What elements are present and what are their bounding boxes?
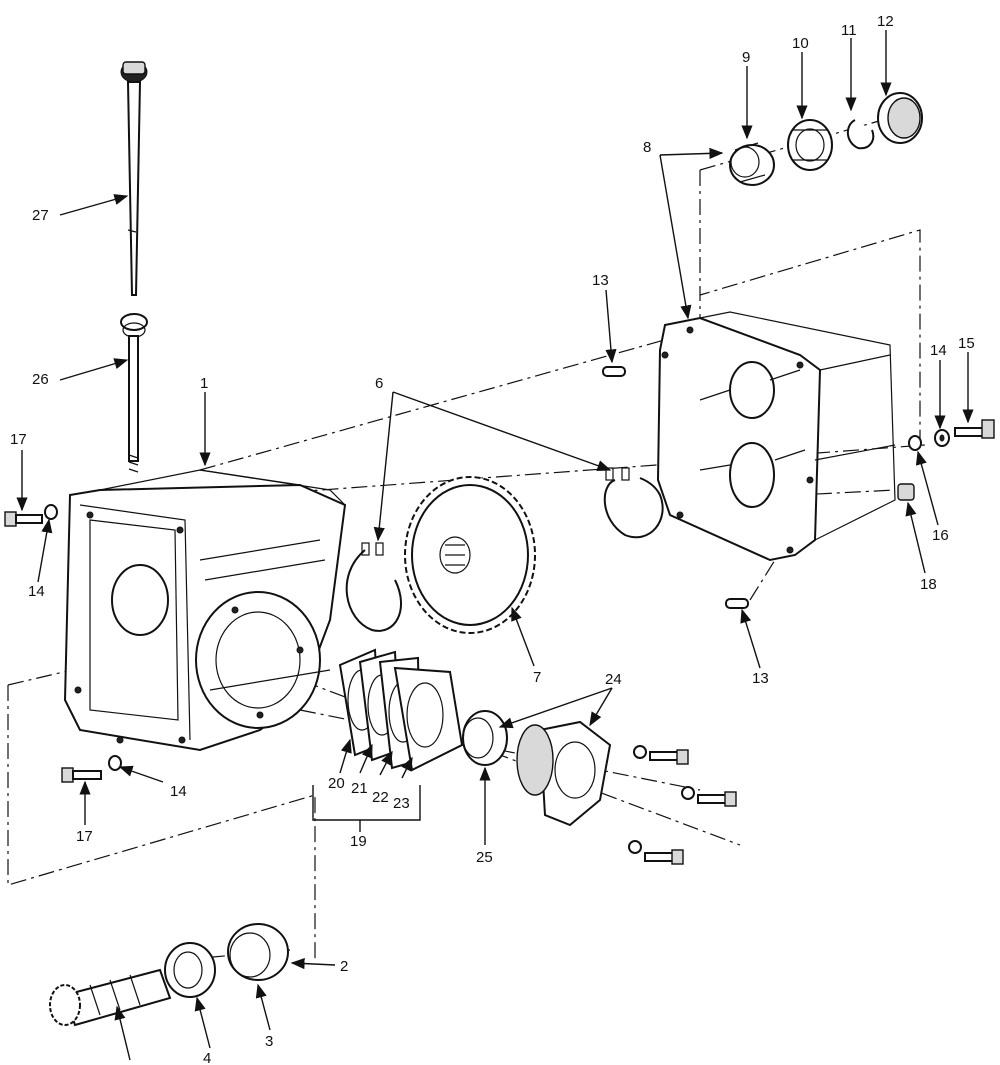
- callout-20: 20: [328, 775, 345, 792]
- callout-22: 22: [372, 789, 389, 806]
- bearing-cone-lower: [164, 942, 216, 998]
- dipstick-seal: [120, 313, 148, 473]
- leader-lines: [16, 30, 974, 1061]
- callout-19: 19: [350, 833, 367, 850]
- snap-ring-left: [345, 542, 402, 632]
- callout-24: 24: [605, 671, 622, 688]
- callout-15: 15: [958, 335, 975, 352]
- callout-11: 11: [841, 22, 857, 39]
- callout-21: 21: [351, 780, 368, 797]
- bearing-cup-top: [729, 142, 775, 186]
- callout-14-left-top: 14: [28, 583, 45, 600]
- washer-left-top: [44, 504, 58, 520]
- retainer-bolts: [628, 745, 737, 865]
- callout-17-top: 17: [10, 431, 27, 448]
- callout-12: 12: [877, 13, 894, 30]
- callout-13-top: 13: [592, 272, 609, 289]
- callout-8: 8: [643, 139, 651, 156]
- seal-cap: [877, 92, 923, 144]
- callout-23: 23: [393, 795, 410, 812]
- callout-labels: 1 2 3 4 6 7 8 9 10 11 12 13 13 14 14 14 …: [10, 13, 975, 1065]
- callout-14-left-bottom: 14: [170, 783, 187, 800]
- rear-cover-housing: [656, 311, 896, 562]
- callout-14-right: 14: [930, 342, 947, 359]
- dowel-pin-bottom: [725, 598, 749, 609]
- callout-6: 6: [375, 375, 383, 392]
- callout-3: 3: [265, 1033, 273, 1050]
- dowel-pin-top: [602, 366, 626, 377]
- flat-washer-right: [908, 435, 922, 451]
- bearing-cup-center: [462, 710, 508, 766]
- bearing-cone-top: [787, 119, 833, 171]
- callout-9: 9: [742, 49, 750, 66]
- callout-2: 2: [340, 958, 348, 975]
- spur-gear: [404, 476, 536, 634]
- callout-16: 16: [932, 527, 949, 544]
- bearing-retainer: [516, 720, 612, 827]
- pipe-plug: [897, 483, 915, 501]
- bolt-right: [954, 419, 995, 439]
- bearing-cup-lower: [227, 923, 289, 981]
- callout-25: 25: [476, 849, 493, 866]
- shim-pack: [338, 648, 464, 772]
- snap-ring-top: [846, 119, 875, 150]
- callout-13-bottom: 13: [752, 670, 769, 687]
- bolt-left-top: [4, 511, 43, 527]
- washer-right: [934, 429, 950, 447]
- callout-27: 27: [32, 207, 49, 224]
- callout-1: 1: [200, 375, 208, 392]
- pinion-shaft: [49, 968, 172, 1027]
- bolt-left-bottom: [61, 767, 102, 783]
- callout-18: 18: [920, 576, 937, 593]
- callout-7: 7: [533, 669, 541, 686]
- callout-26: 26: [32, 371, 49, 388]
- callout-4: 4: [203, 1050, 211, 1065]
- dipstick-tube: [120, 61, 148, 296]
- callout-10: 10: [792, 35, 809, 52]
- callout-17-bottom: 17: [76, 828, 93, 845]
- washer-left-bottom: [108, 755, 122, 771]
- main-housing: [63, 469, 347, 752]
- snap-ring-right: [603, 467, 664, 539]
